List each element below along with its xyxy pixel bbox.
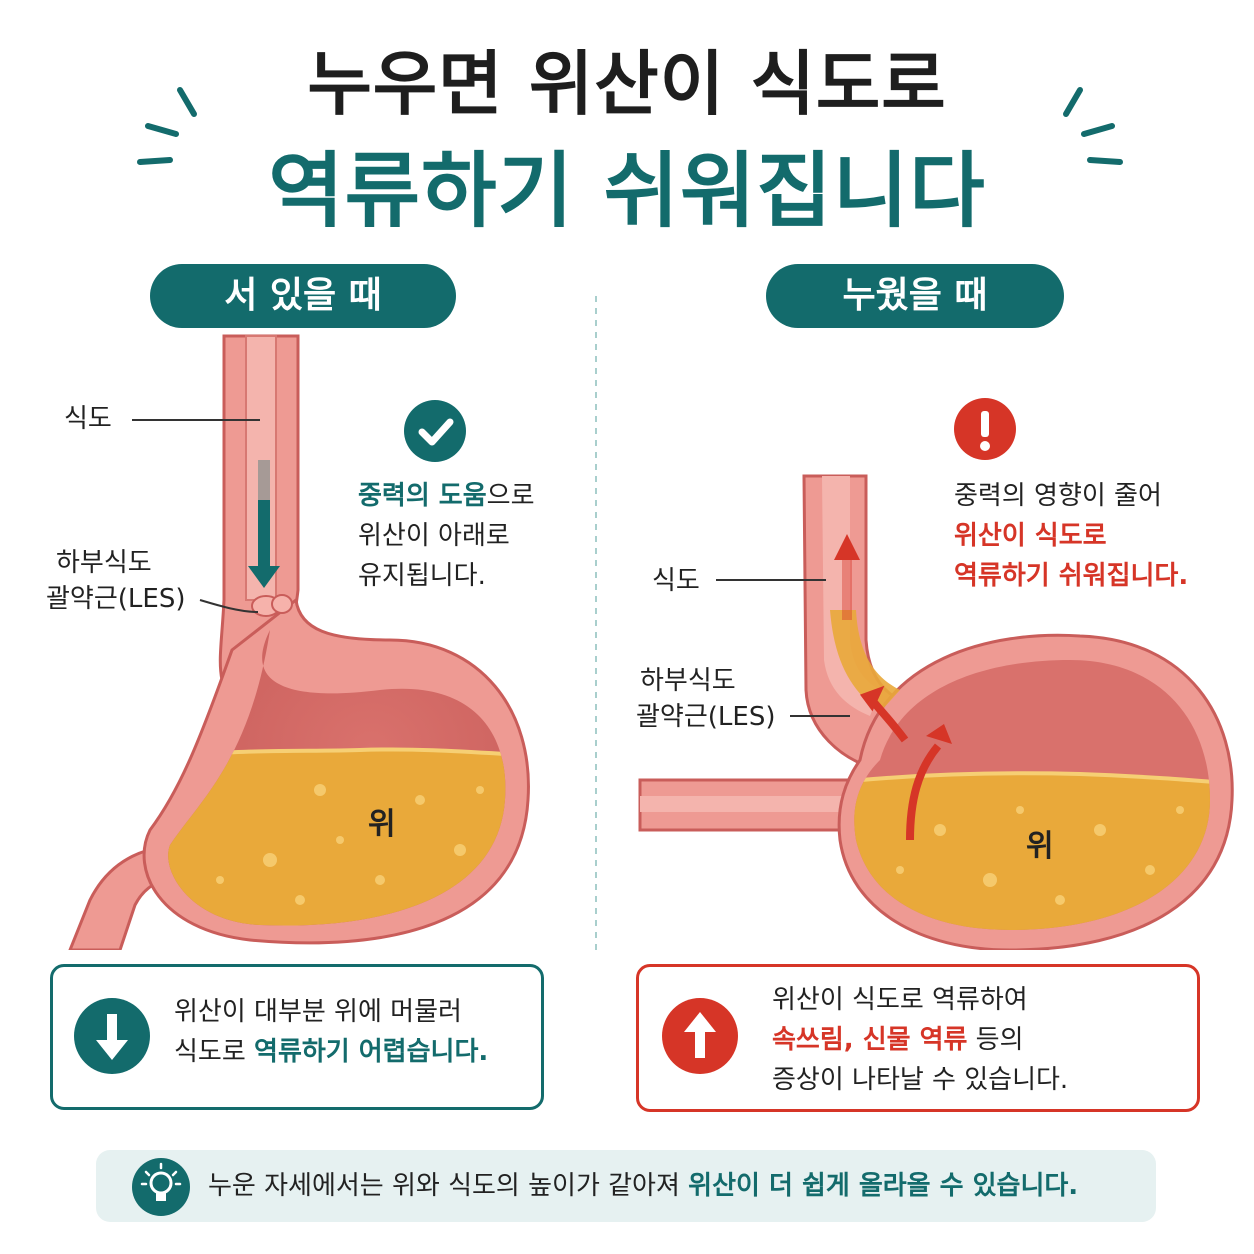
right-summary-text: 위산이 식도로 역류하여 속쓰림, 신물 역류 등의 증상이 나타날 수 있습니… [772, 980, 1068, 1100]
right-note-line1: 중력의 영향이 줄어 [954, 481, 1162, 511]
exclamation-icon [954, 398, 1016, 460]
left-summary-line2-highlight: 역류하기 어렵습니다. [254, 1037, 489, 1067]
page-title-line2: 역류하기 쉬워집니다 [268, 144, 986, 239]
tip-text-highlight: 위산이 더 쉽게 올라올 수 있습니다. [688, 1171, 1079, 1201]
lightbulb-icon [132, 1158, 190, 1216]
right-note-line3: 역류하기 쉬워집니다. [954, 561, 1189, 591]
column-divider [595, 296, 597, 956]
sparkle-lines-left-icon [137, 87, 197, 165]
right-header-pill: 누웠을 때 [766, 264, 1064, 328]
tip-text: 누운 자세에서는 위와 식도의 높이가 같아져 위산이 더 쉽게 올라올 수 있… [208, 1168, 1078, 1204]
right-summary-line1: 위산이 식도로 역류하여 [772, 985, 1028, 1015]
sparkle-lines-right-icon [1063, 87, 1123, 165]
left-label-stomach: 위 [368, 807, 396, 842]
left-label-les-line2: 괄약근(LES) [46, 584, 186, 614]
left-summary-line2-plain: 식도로 [174, 1037, 255, 1067]
left-note-line2: 위산이 아래로 [358, 521, 510, 551]
left-summary-text: 위산이 대부분 위에 머물러 식도로 역류하기 어렵습니다. [174, 992, 488, 1072]
right-summary-line3: 증상이 나타날 수 있습니다. [772, 1065, 1069, 1095]
right-label-stomach: 위 [1026, 829, 1054, 864]
right-stomach-illustration [638, 474, 1234, 950]
arrow-down-icon [74, 998, 150, 1074]
check-icon [404, 400, 466, 462]
right-label-esophagus: 식도 [652, 566, 700, 596]
left-note-highlight: 중력의 도움 [358, 481, 487, 511]
tip-text-plain: 누운 자세에서는 위와 식도의 높이가 같아져 [208, 1171, 689, 1201]
right-label-les-line1: 하부식도 [640, 666, 736, 696]
left-note-line3: 유지됩니다. [358, 561, 486, 591]
left-label-esophagus: 식도 [64, 404, 112, 434]
left-stomach-illustration [68, 334, 530, 950]
right-summary-line2-plain: 등의 [967, 1025, 1024, 1055]
page-title-line1: 누우면 위산이 식도로 [307, 43, 947, 125]
left-header-pill: 서 있을 때 [150, 264, 456, 328]
left-note: 중력의 도움으로 위산이 아래로 유지됩니다. [358, 476, 535, 596]
arrow-up-icon [662, 998, 738, 1074]
right-summary-line2-highlight: 속쓰림, 신물 역류 [772, 1025, 968, 1055]
right-note: 중력의 영향이 줄어 위산이 식도로 역류하기 쉬워집니다. [954, 476, 1188, 596]
right-label-les-line2: 괄약근(LES) [636, 702, 776, 732]
left-note-line1-rest: 으로 [486, 481, 535, 511]
tip-bar [96, 1150, 1156, 1222]
right-note-line2: 위산이 식도로 [954, 521, 1107, 551]
left-label-les-line1: 하부식도 [56, 548, 152, 578]
left-summary-line1: 위산이 대부분 위에 머물러 [174, 997, 462, 1027]
